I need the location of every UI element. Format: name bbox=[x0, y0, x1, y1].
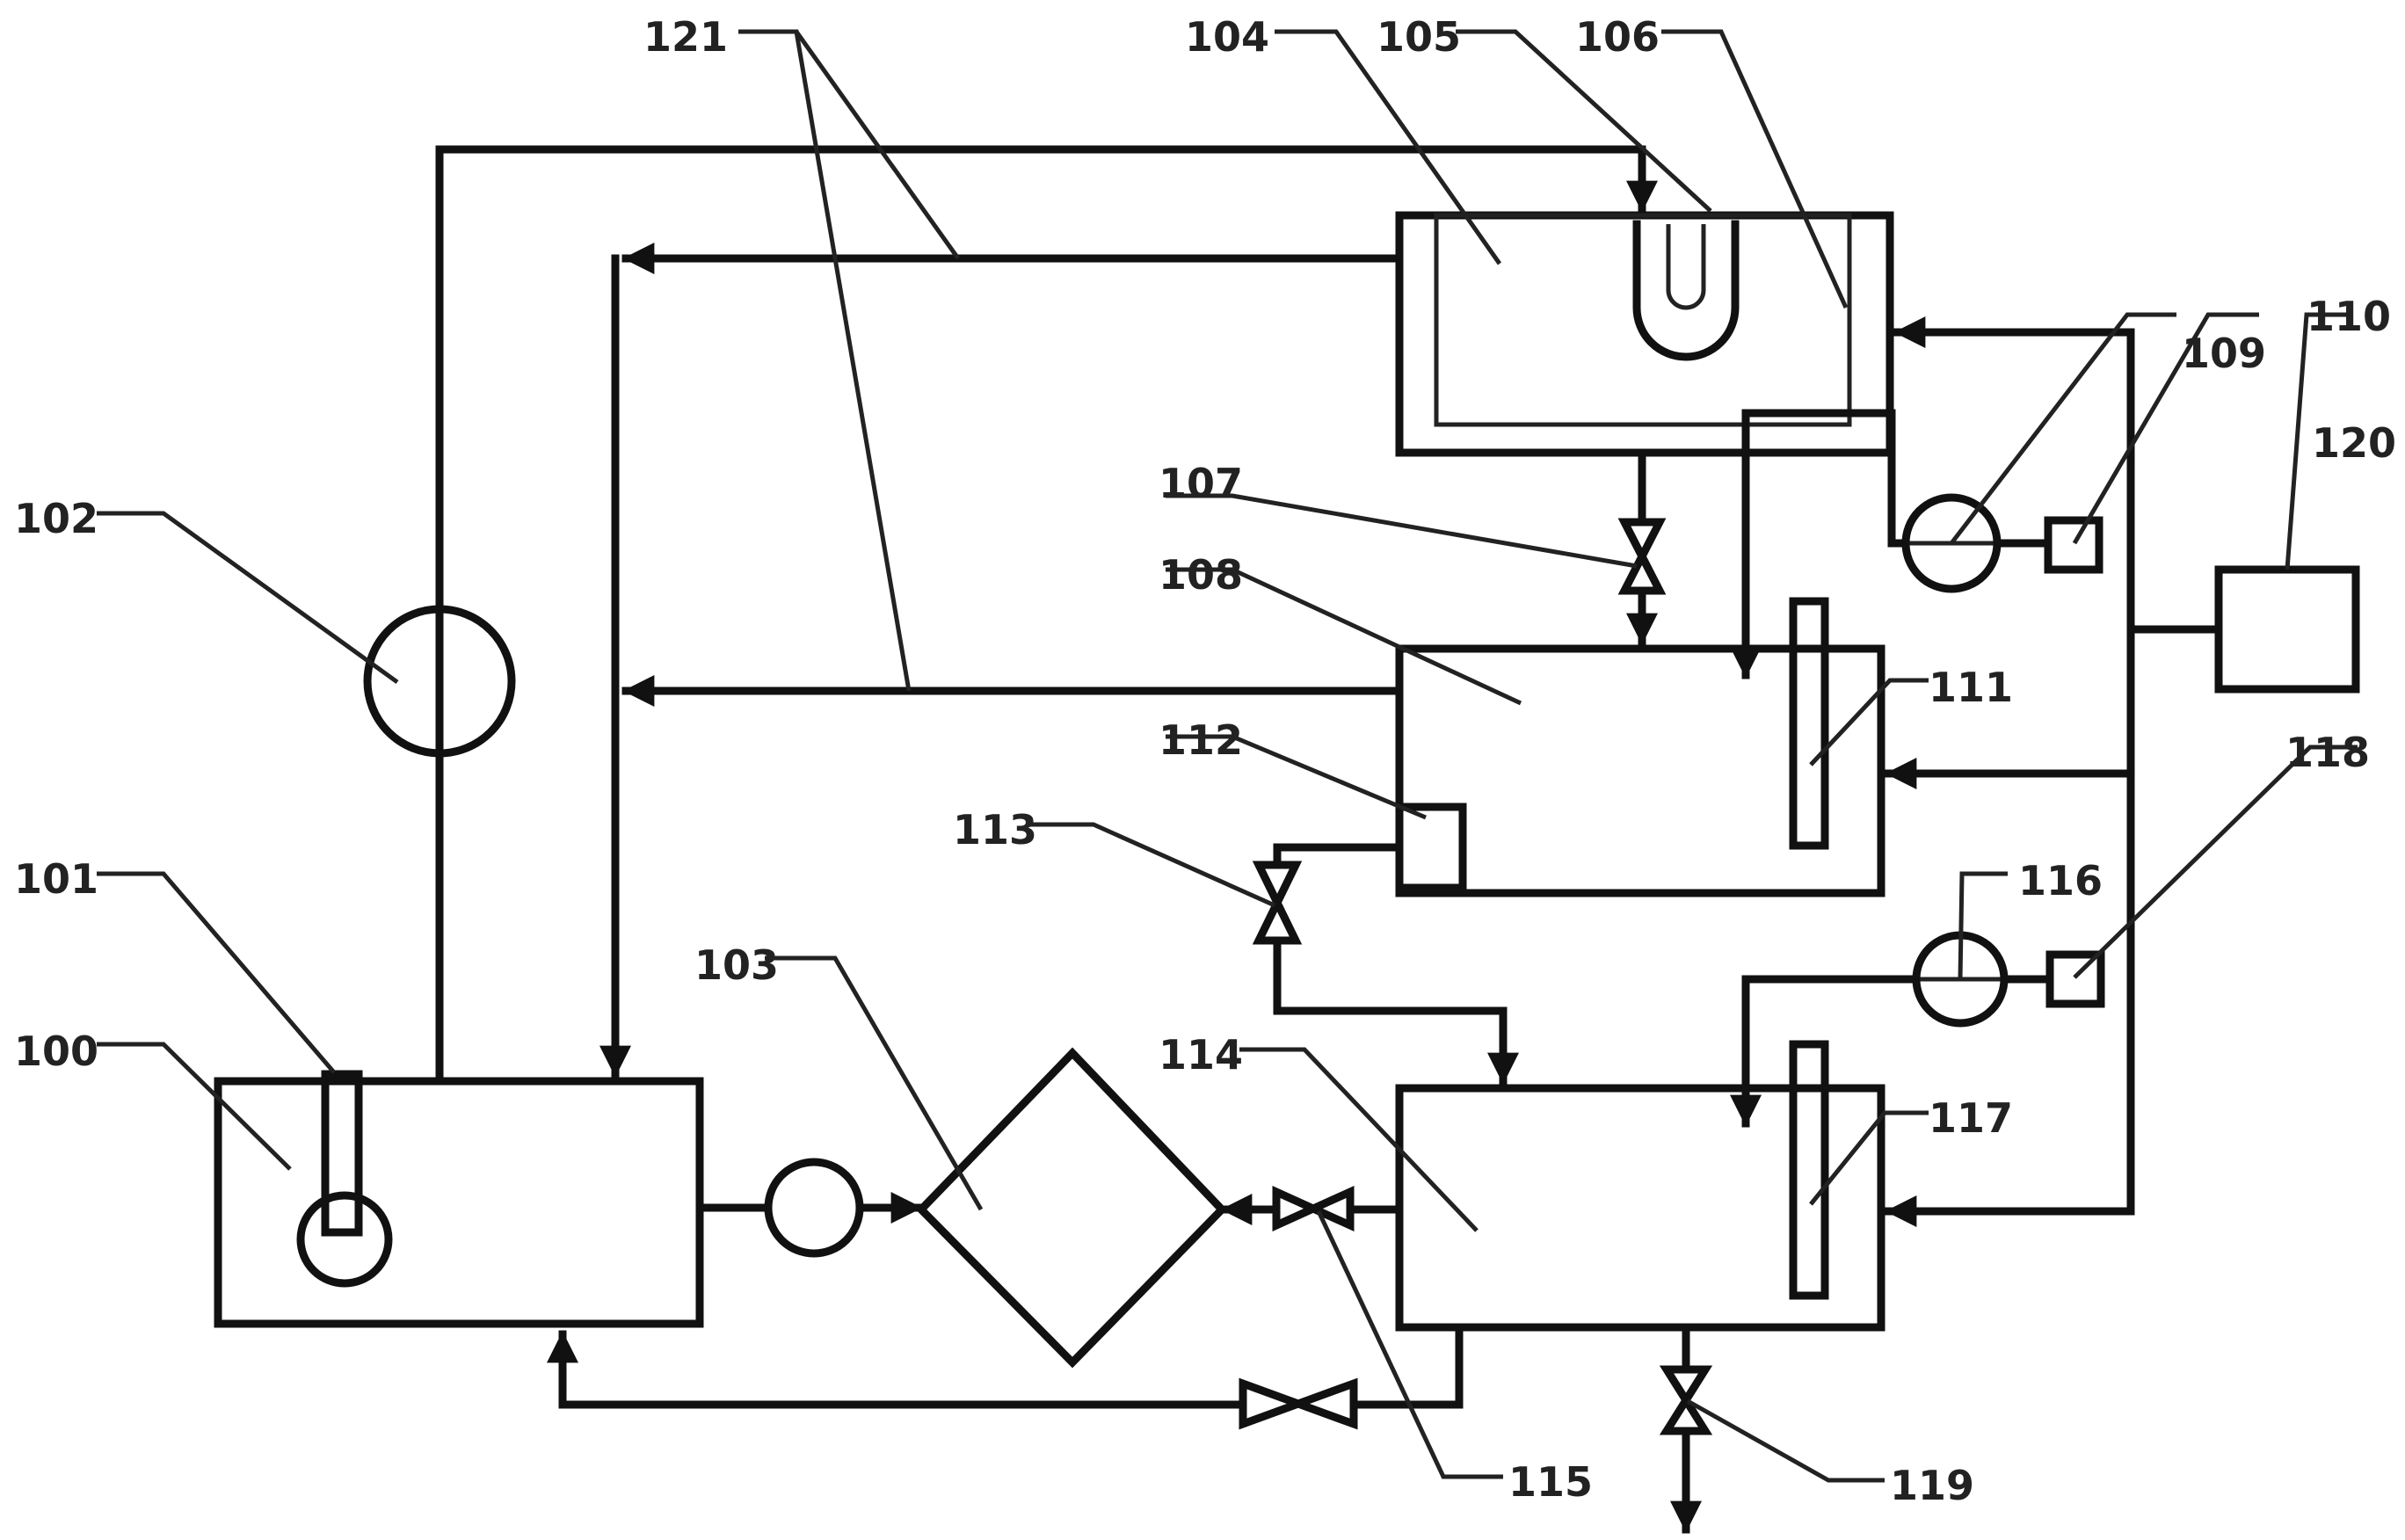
piping bbox=[435, 145, 2223, 1534]
valve-115 bbox=[1272, 1186, 1355, 1231]
reference-labels: 121 104 105 106 110 109 120 102 107 108 … bbox=[14, 13, 2396, 1509]
label-118: 118 bbox=[2285, 729, 2370, 776]
label-108: 108 bbox=[1159, 551, 1243, 599]
leader-lines bbox=[97, 29, 2358, 1483]
label-102: 102 bbox=[14, 495, 98, 542]
label-103: 103 bbox=[694, 941, 779, 989]
box-110 bbox=[2044, 516, 2103, 574]
heater-101 bbox=[296, 1070, 393, 1288]
label-101: 101 bbox=[14, 855, 98, 903]
sensor-105 bbox=[1632, 220, 1740, 361]
label-116: 116 bbox=[2018, 857, 2103, 904]
label-105: 105 bbox=[1377, 13, 1461, 61]
label-121: 121 bbox=[643, 13, 728, 61]
label-111: 111 bbox=[1929, 664, 2013, 711]
label-109: 109 bbox=[2182, 330, 2266, 377]
pump-inline bbox=[764, 1158, 864, 1258]
label-107: 107 bbox=[1159, 460, 1243, 507]
label-110: 110 bbox=[2307, 293, 2391, 340]
box-120 bbox=[2214, 565, 2360, 694]
valve-113 bbox=[1252, 861, 1303, 945]
label-117: 117 bbox=[1929, 1094, 2013, 1142]
valve-bottom bbox=[1239, 1377, 1358, 1430]
tank-108 bbox=[1395, 644, 1885, 897]
label-113: 113 bbox=[953, 806, 1037, 854]
label-115: 115 bbox=[1508, 1458, 1593, 1506]
valve-119 bbox=[1659, 1365, 1713, 1435]
label-106: 106 bbox=[1575, 13, 1660, 61]
label-114: 114 bbox=[1159, 1031, 1243, 1079]
label-112: 112 bbox=[1159, 716, 1243, 764]
label-100: 100 bbox=[14, 1028, 98, 1075]
probe-117 bbox=[1789, 1040, 1829, 1300]
box-112 bbox=[1395, 803, 1467, 892]
label-120: 120 bbox=[2312, 419, 2396, 467]
filter-103 bbox=[915, 1047, 1228, 1369]
probe-111 bbox=[1789, 597, 1829, 850]
tank-114 bbox=[1395, 1084, 1885, 1332]
valve-107 bbox=[1617, 518, 1667, 595]
label-104: 104 bbox=[1185, 13, 1269, 61]
label-119: 119 bbox=[1890, 1462, 1974, 1509]
tank-100 bbox=[214, 1077, 704, 1328]
